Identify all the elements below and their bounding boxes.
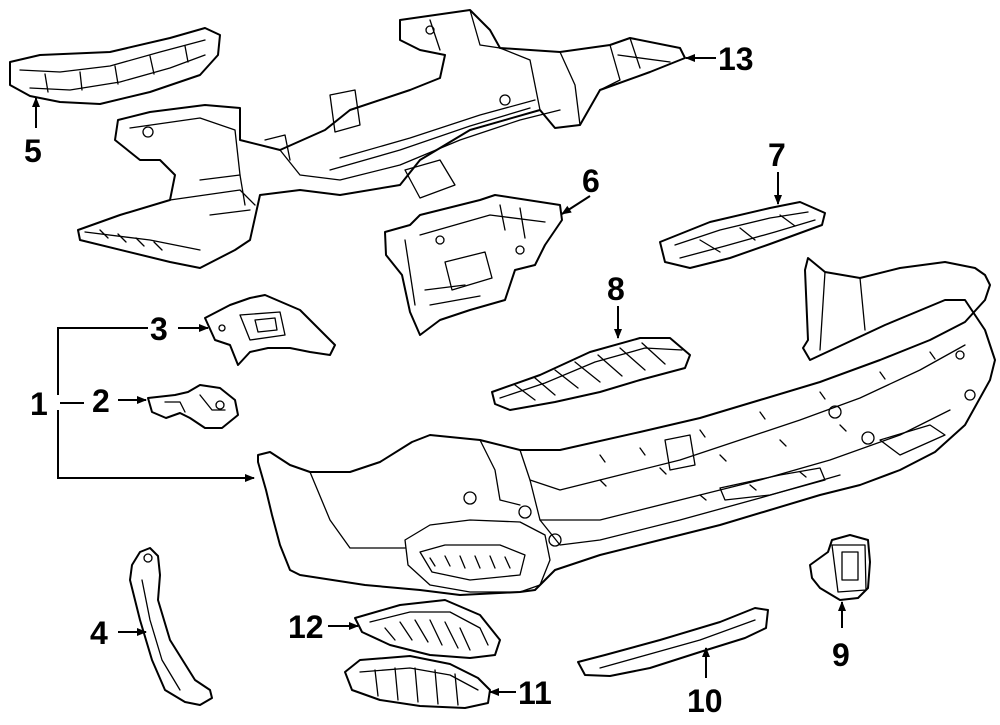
callout-1: 1: [30, 386, 48, 422]
part-2-bracket: [147, 384, 239, 429]
part-4-support: [129, 547, 213, 706]
part-9-sensor: [809, 534, 871, 601]
callout-10: 10: [687, 683, 723, 719]
part-6-bracket: [384, 194, 563, 336]
part-10-lower-trim: [577, 607, 769, 677]
part-5-bracket: [9, 27, 221, 105]
part-1-bumper-cover: [257, 257, 996, 596]
callout-13: 13: [718, 41, 754, 77]
leader-6: [561, 195, 591, 215]
part-8-step-insert: [491, 337, 691, 411]
callout-6: 6: [582, 163, 600, 199]
callout-5: 5: [24, 133, 42, 169]
part-11-lower-grille: [344, 655, 491, 709]
leader-1-lower: [57, 410, 255, 482]
part-13-hitch-frame: [77, 9, 686, 269]
callout-2: 2: [92, 383, 110, 419]
leader-lines: [32, 54, 846, 696]
callout-7: 7: [768, 137, 786, 173]
leader-1-upper: [57, 327, 148, 395]
callout-4: 4: [90, 615, 108, 651]
part-12-grille: [354, 599, 501, 659]
callout-9: 9: [832, 637, 850, 673]
part-3-bracket: [204, 294, 336, 366]
callouts: 1 2 3 4 5 6 7 8 9 10 11 12 13: [24, 41, 850, 719]
callout-3: 3: [150, 311, 168, 347]
callout-12: 12: [288, 609, 324, 645]
callout-11: 11: [518, 675, 552, 711]
callout-8: 8: [607, 271, 625, 307]
part-7-step-pad: [659, 201, 826, 269]
